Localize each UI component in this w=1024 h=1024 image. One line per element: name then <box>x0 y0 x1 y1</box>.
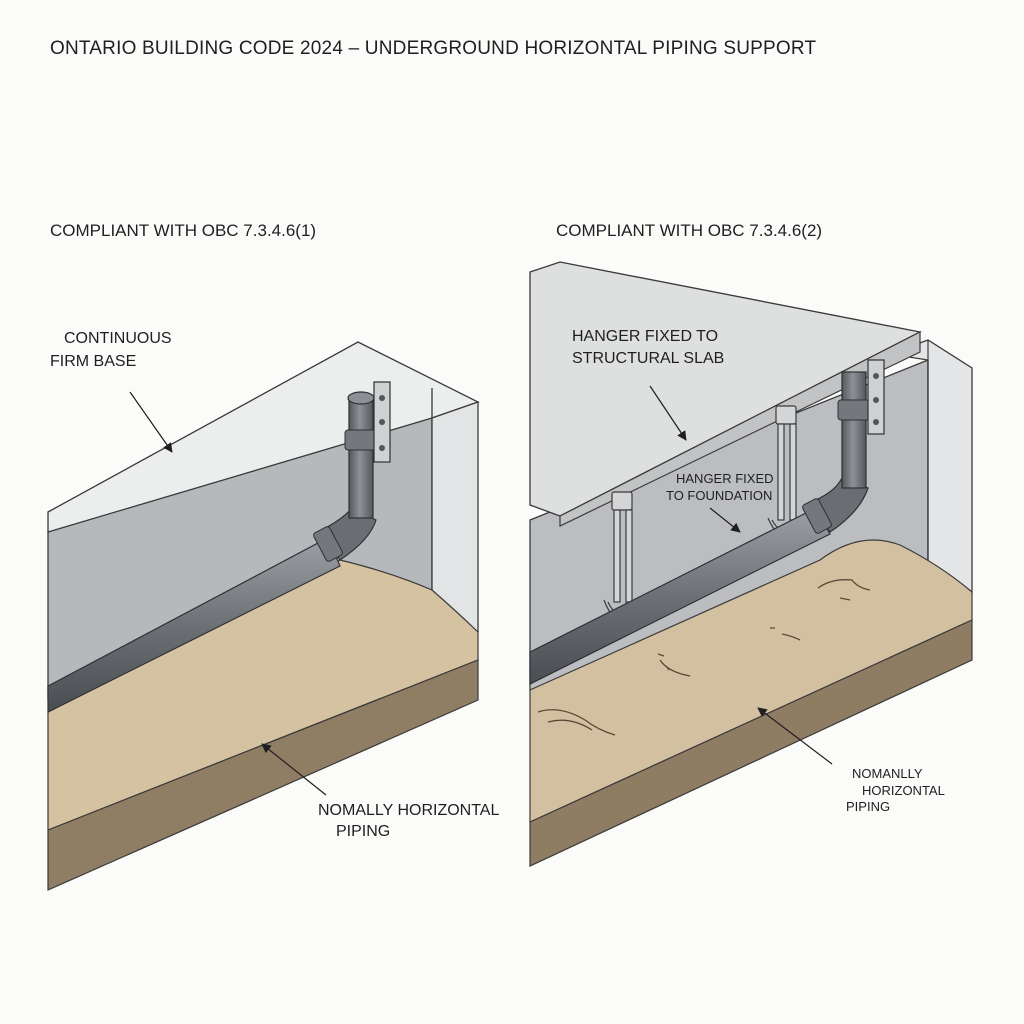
left-panel: COMPLIANT WITH OBC 7.3.4.6(1) CONTINUOUS… <box>47 221 499 891</box>
left-pipe-label-1: NOMALLY HORIZONTAL <box>318 802 499 819</box>
right-foundation-leader <box>709 507 741 533</box>
right-foundation-label-1: HANGER FIXED <box>676 471 774 486</box>
left-soil <box>47 659 479 891</box>
right-sand-bed <box>529 539 973 823</box>
right-heading: COMPLIANT WITH OBC 7.3.4.6(2) <box>556 221 822 240</box>
left-pipe-leader <box>261 743 327 796</box>
right-pipe-label-1: NOMANLLY <box>852 766 923 781</box>
right-foundation-label-2: TO FOUNDATION <box>666 488 772 503</box>
right-soil <box>529 619 973 867</box>
right-pipe-label-3: PIPING <box>846 799 890 814</box>
left-heading: COMPLIANT WITH OBC 7.3.4.6(1) <box>50 221 316 240</box>
left-horizontal-pipe <box>47 541 341 713</box>
right-structural-slab-edge <box>559 331 921 527</box>
left-base-leader <box>129 391 173 453</box>
left-pipe-label-2: PIPING <box>336 823 390 840</box>
left-base-label-2: FIRM BASE <box>50 353 136 370</box>
diagram-title: ONTARIO BUILDING CODE 2024 – UNDERGROUND… <box>50 38 816 59</box>
right-soil-disturbance <box>537 579 871 736</box>
left-sand-bed <box>47 559 479 831</box>
left-base-label-1: CONTINUOUS <box>64 330 172 347</box>
right-slab-leader <box>649 385 687 441</box>
right-vertical-pipe <box>841 371 867 489</box>
right-panel: COMPLIANT WITH OBC 7.3.4.6(2) <box>529 221 973 867</box>
left-vertical-pipe <box>348 399 374 519</box>
right-pipe-leader <box>757 707 833 765</box>
right-pipe-label-2: HORIZONTAL <box>862 783 945 798</box>
right-slab-label-2: STRUCTURAL SLAB <box>572 350 724 367</box>
right-slab-label-1: HANGER FIXED TO <box>572 328 718 345</box>
